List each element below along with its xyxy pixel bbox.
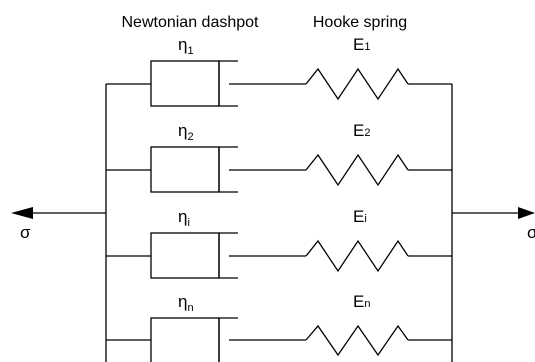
dashpot-cylinder: [218, 317, 238, 362]
dashpot-piston: [150, 146, 220, 193]
branch-i: ηi Ei: [106, 207, 452, 279]
dashpot-icon: [150, 317, 238, 362]
spring-icon: [305, 153, 409, 187]
dashpot-label: η1: [178, 35, 194, 57]
right-stress-arrow: [452, 207, 535, 219]
dashpot-cylinder: [218, 60, 238, 107]
left-arrow-head-icon: [11, 207, 33, 219]
left-stress-label: σ: [20, 223, 31, 242]
dashpot-label: η2: [178, 121, 194, 143]
dashpot-icon: [150, 232, 238, 279]
dashpot-label: ηi: [178, 207, 190, 229]
spring-icon: [305, 324, 409, 357]
spring-label: Ei: [353, 207, 367, 226]
dashpot-piston: [150, 232, 220, 279]
spring-label: E2: [353, 121, 370, 140]
branch-n: ηn En: [106, 292, 452, 362]
dashpot-piston: [150, 60, 220, 107]
spring-label: En: [353, 292, 370, 311]
branch-2: η2 E2: [106, 121, 452, 193]
left-stress-arrow: [11, 207, 106, 219]
spring-label: E1: [353, 35, 370, 54]
spring-icon: [305, 67, 409, 101]
dashpot-header: Newtonian dashpot: [122, 14, 260, 31]
branch-1: η1 E1: [106, 35, 452, 107]
dashpot-piston: [150, 317, 220, 362]
spring-icon: [305, 239, 409, 273]
dashpot-label: ηn: [178, 292, 194, 314]
right-arrow-head-icon: [518, 207, 535, 219]
dashpot-cylinder: [218, 146, 238, 193]
spring-header: Hooke spring: [313, 14, 407, 31]
right-stress-label: σ: [527, 223, 535, 242]
dashpot-cylinder: [218, 232, 238, 279]
dashpot-icon: [150, 146, 238, 193]
dashpot-icon: [150, 60, 238, 107]
